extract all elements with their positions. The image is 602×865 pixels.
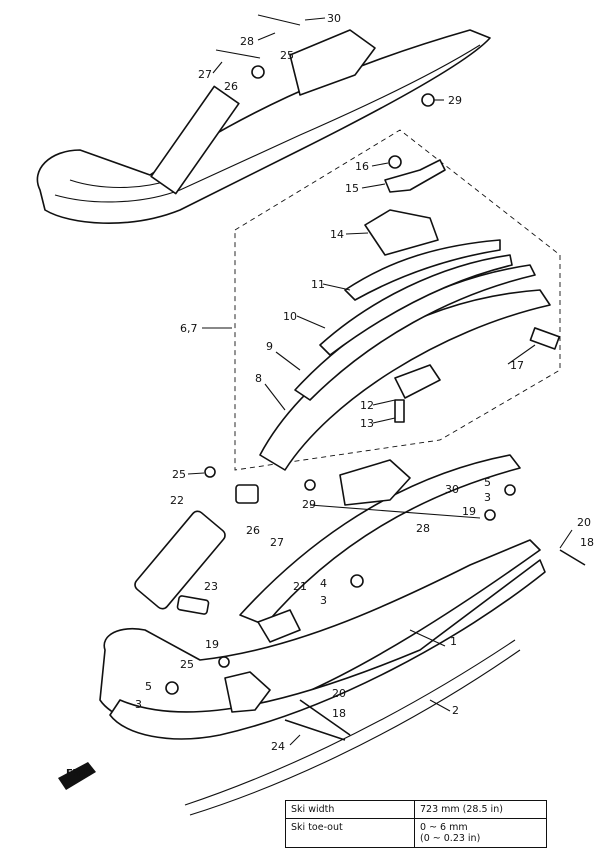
bushing-26 xyxy=(235,484,259,504)
callout-3-right: 3 xyxy=(484,491,491,504)
shock-absorber-upper xyxy=(150,85,240,195)
washer-19-right xyxy=(484,509,496,521)
callout-25-lower: 25 xyxy=(172,468,186,481)
callout-6-7: 6,7 xyxy=(180,322,198,335)
callout-19-left: 19 xyxy=(205,638,219,651)
callout-20-right: 20 xyxy=(577,516,591,529)
callout-1: 1 xyxy=(450,635,457,648)
leaf-10 xyxy=(319,254,513,356)
callout-28-upper: 28 xyxy=(240,35,254,48)
callout-22: 22 xyxy=(170,494,184,507)
fwd-label: FWD xyxy=(66,768,92,779)
callout-18-right: 18 xyxy=(580,536,594,549)
spec-value: 0 ~ 6 mm xyxy=(420,822,468,833)
callout-12: 12 xyxy=(360,399,374,412)
callout-14: 14 xyxy=(330,228,344,241)
nut-29-lower xyxy=(304,479,316,491)
front-bracket xyxy=(224,671,271,713)
callout-18-left: 18 xyxy=(332,707,346,720)
callout-27-upper: 27 xyxy=(198,68,212,81)
spec-value-cell: 0 ~ 6 mm (0 ~ 0.23 in) xyxy=(414,818,547,848)
shock-absorber-22 xyxy=(134,510,226,610)
callout-21: 21 xyxy=(293,580,307,593)
spec-value-imperial: (0 ~ 0.23 in) xyxy=(420,833,481,844)
callout-29-upper: 29 xyxy=(448,94,462,107)
callout-19-right: 19 xyxy=(462,505,476,518)
callout-11: 11 xyxy=(311,278,325,291)
callout-16: 16 xyxy=(355,160,369,173)
fwd-direction-mark: FWD xyxy=(58,762,96,790)
lower-ski-assembly xyxy=(99,454,586,816)
nut-25-lower xyxy=(204,466,216,478)
pin-17 xyxy=(529,327,561,350)
callout-labels: 30 28 27 25 26 29 16 15 14 11 10 6,7 9 8… xyxy=(135,12,594,753)
callout-8: 8 xyxy=(255,372,262,385)
spec-value: 723 mm (28.5 in) xyxy=(414,800,547,819)
spec-label: Ski toe-out xyxy=(285,818,415,848)
spec-row-ski-toe-out: Ski toe-out 0 ~ 6 mm (0 ~ 0.23 in) xyxy=(285,818,547,848)
callout-3-left: 3 xyxy=(135,698,142,711)
bracket-21 xyxy=(257,609,301,643)
callout-26-upper: 26 xyxy=(224,80,238,93)
callout-10: 10 xyxy=(283,310,297,323)
nut-16 xyxy=(388,155,402,169)
nut-5-left xyxy=(165,681,179,695)
callout-9: 9 xyxy=(266,340,273,353)
plate-15 xyxy=(384,159,446,193)
leaf-spring-stack xyxy=(259,155,561,471)
exploded-boundary xyxy=(234,129,561,471)
callout-26-lower: 26 xyxy=(246,524,260,537)
callout-27-lower: 27 xyxy=(270,536,284,549)
callout-30-upper: 30 xyxy=(327,12,341,25)
washer-19-left xyxy=(218,656,230,668)
leader-lines xyxy=(187,17,573,746)
saddle-lower xyxy=(339,459,411,506)
clamp-14 xyxy=(364,209,439,256)
callout-17: 17 xyxy=(510,359,524,372)
callout-24: 24 xyxy=(271,740,285,753)
saddle-upper xyxy=(289,29,376,96)
callout-2: 2 xyxy=(452,704,459,717)
upper-ski-assembly xyxy=(36,14,491,224)
callout-20-left: 20 xyxy=(332,687,346,700)
callout-25-upper: 25 xyxy=(280,49,294,62)
spec-table: Ski width 723 mm (28.5 in) Ski toe-out 0… xyxy=(285,800,547,848)
callout-23: 23 xyxy=(204,580,218,593)
bolt-13 xyxy=(394,399,405,423)
callout-13: 13 xyxy=(360,417,374,430)
nut-29-upper xyxy=(421,93,435,107)
nut-5-right xyxy=(504,484,516,496)
callout-4: 4 xyxy=(320,577,327,590)
callout-5-left: 5 xyxy=(145,680,152,693)
plate-12 xyxy=(394,364,441,399)
leaf-11 xyxy=(344,239,501,301)
spec-label: Ski width xyxy=(285,800,415,819)
nut-4 xyxy=(350,574,364,588)
callout-30-lower: 30 xyxy=(445,483,459,496)
callout-5-right: 5 xyxy=(484,476,491,489)
callout-29-lower: 29 xyxy=(302,498,316,511)
spec-row-ski-width: Ski width 723 mm (28.5 in) xyxy=(285,800,547,819)
callout-15: 15 xyxy=(345,182,359,195)
callout-3-mid: 3 xyxy=(320,594,327,607)
collar-23 xyxy=(176,595,210,615)
callout-25-left: 25 xyxy=(180,658,194,671)
callout-28-lower: 28 xyxy=(416,522,430,535)
